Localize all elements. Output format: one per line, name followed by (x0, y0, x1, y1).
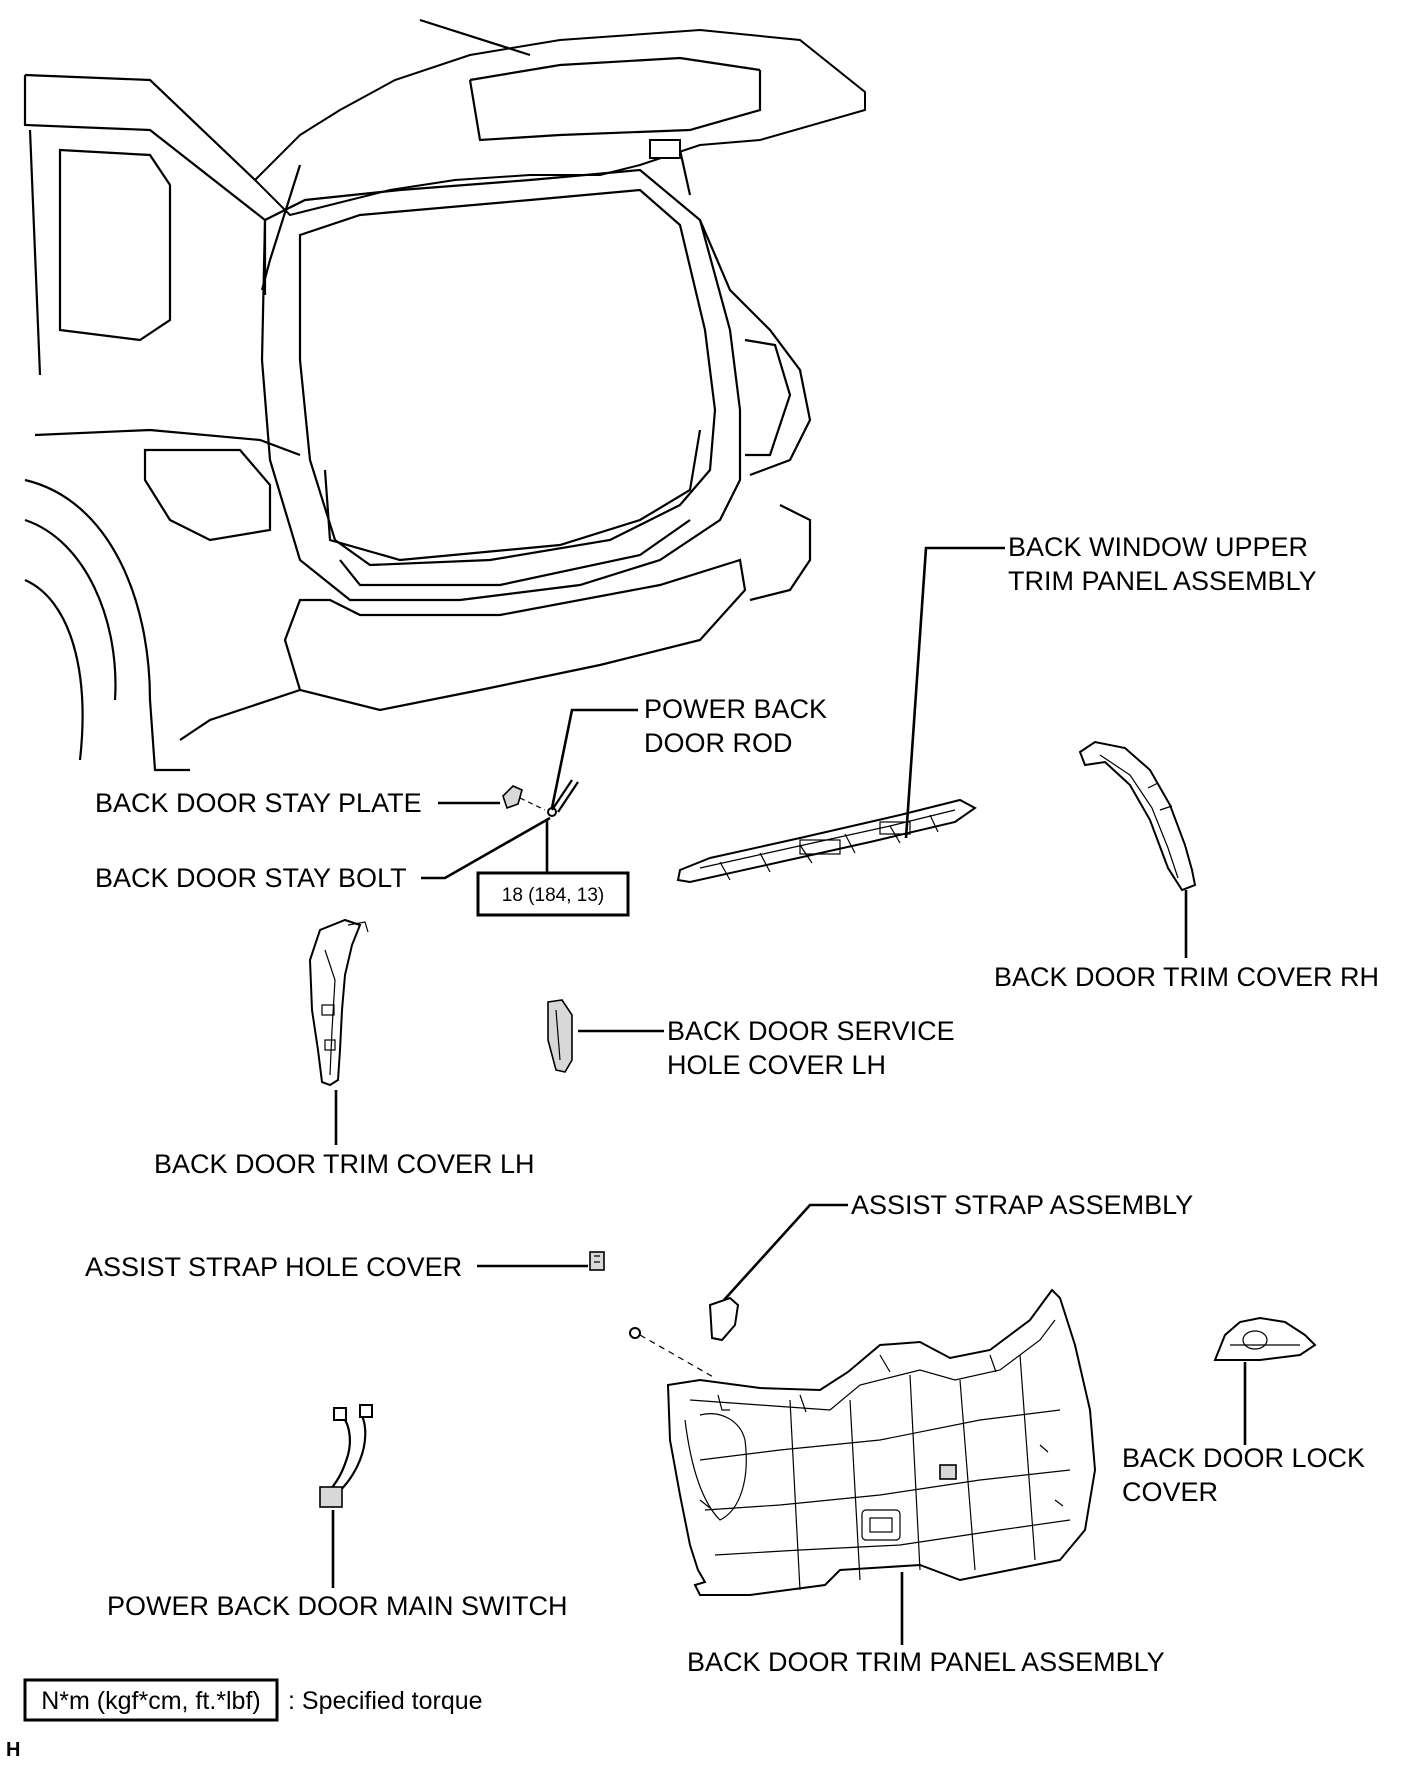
vehicle-illustration (23, 18, 866, 772)
back-door-trim-cover-rh (1078, 740, 1197, 892)
label-back-window-upper-trim-2: TRIM PANEL ASSEMBLY (1008, 566, 1317, 596)
back-door-lock-cover-part (1213, 1316, 1317, 1361)
label-power-back-door-main-switch: POWER BACK DOOR MAIN SWITCH (107, 1591, 568, 1621)
label-assist-strap-assembly: ASSIST STRAP ASSEMBLY (851, 1190, 1193, 1220)
assist-strap-assembly-part (629, 1296, 740, 1379)
back-door-trim-cover-lh (308, 918, 369, 1087)
power-back-door-main-switch-part (319, 1404, 373, 1508)
label-back-door-lock-cover-1: BACK DOOR LOCK (1122, 1443, 1365, 1473)
label-back-door-trim-cover-lh: BACK DOOR TRIM COVER LH (154, 1149, 535, 1179)
label-back-door-stay-plate: BACK DOOR STAY PLATE (95, 788, 422, 818)
back-window-upper-trim-panel (676, 798, 977, 884)
label-power-back-door-rod-2: DOOR ROD (644, 728, 793, 758)
label-service-hole-cover-2: HOLE COVER LH (667, 1050, 886, 1080)
stay-plate-assembly (502, 779, 579, 817)
torque-box (476, 871, 630, 917)
torque-value: 18 (184, 13) (502, 885, 604, 906)
legend-box (23, 1678, 279, 1722)
assist-strap-hole-cover (589, 1251, 605, 1271)
back-door-trim-panel-part (666, 1288, 1097, 1596)
callout-labels: BACK WINDOW UPPER TRIM PANEL ASSEMBLY PO… (85, 532, 1379, 1677)
label-back-door-stay-bolt: BACK DOOR STAY BOLT (95, 863, 407, 893)
label-back-door-trim-cover-rh: BACK DOOR TRIM COVER RH (994, 962, 1379, 992)
figure-code: H (6, 1739, 20, 1761)
label-power-back-door-rod-1: POWER BACK (644, 694, 827, 724)
label-back-door-trim-panel-assembly: BACK DOOR TRIM PANEL ASSEMBLY (687, 1647, 1165, 1677)
label-back-window-upper-trim-1: BACK WINDOW UPPER (1008, 532, 1308, 562)
torque-legend: N*m (kgf*cm, ft.*lbf) : Specified torque (23, 1678, 483, 1722)
label-assist-strap-hole-cover: ASSIST STRAP HOLE COVER (85, 1252, 462, 1282)
legend-description: : Specified torque (288, 1687, 483, 1715)
label-service-hole-cover-1: BACK DOOR SERVICE (667, 1016, 955, 1046)
label-back-door-lock-cover-2: COVER (1122, 1477, 1218, 1507)
service-hole-cover-lh (547, 999, 573, 1073)
leader-lines (331, 546, 1247, 1645)
legend-box-text: N*m (kgf*cm, ft.*lbf) (41, 1687, 260, 1715)
